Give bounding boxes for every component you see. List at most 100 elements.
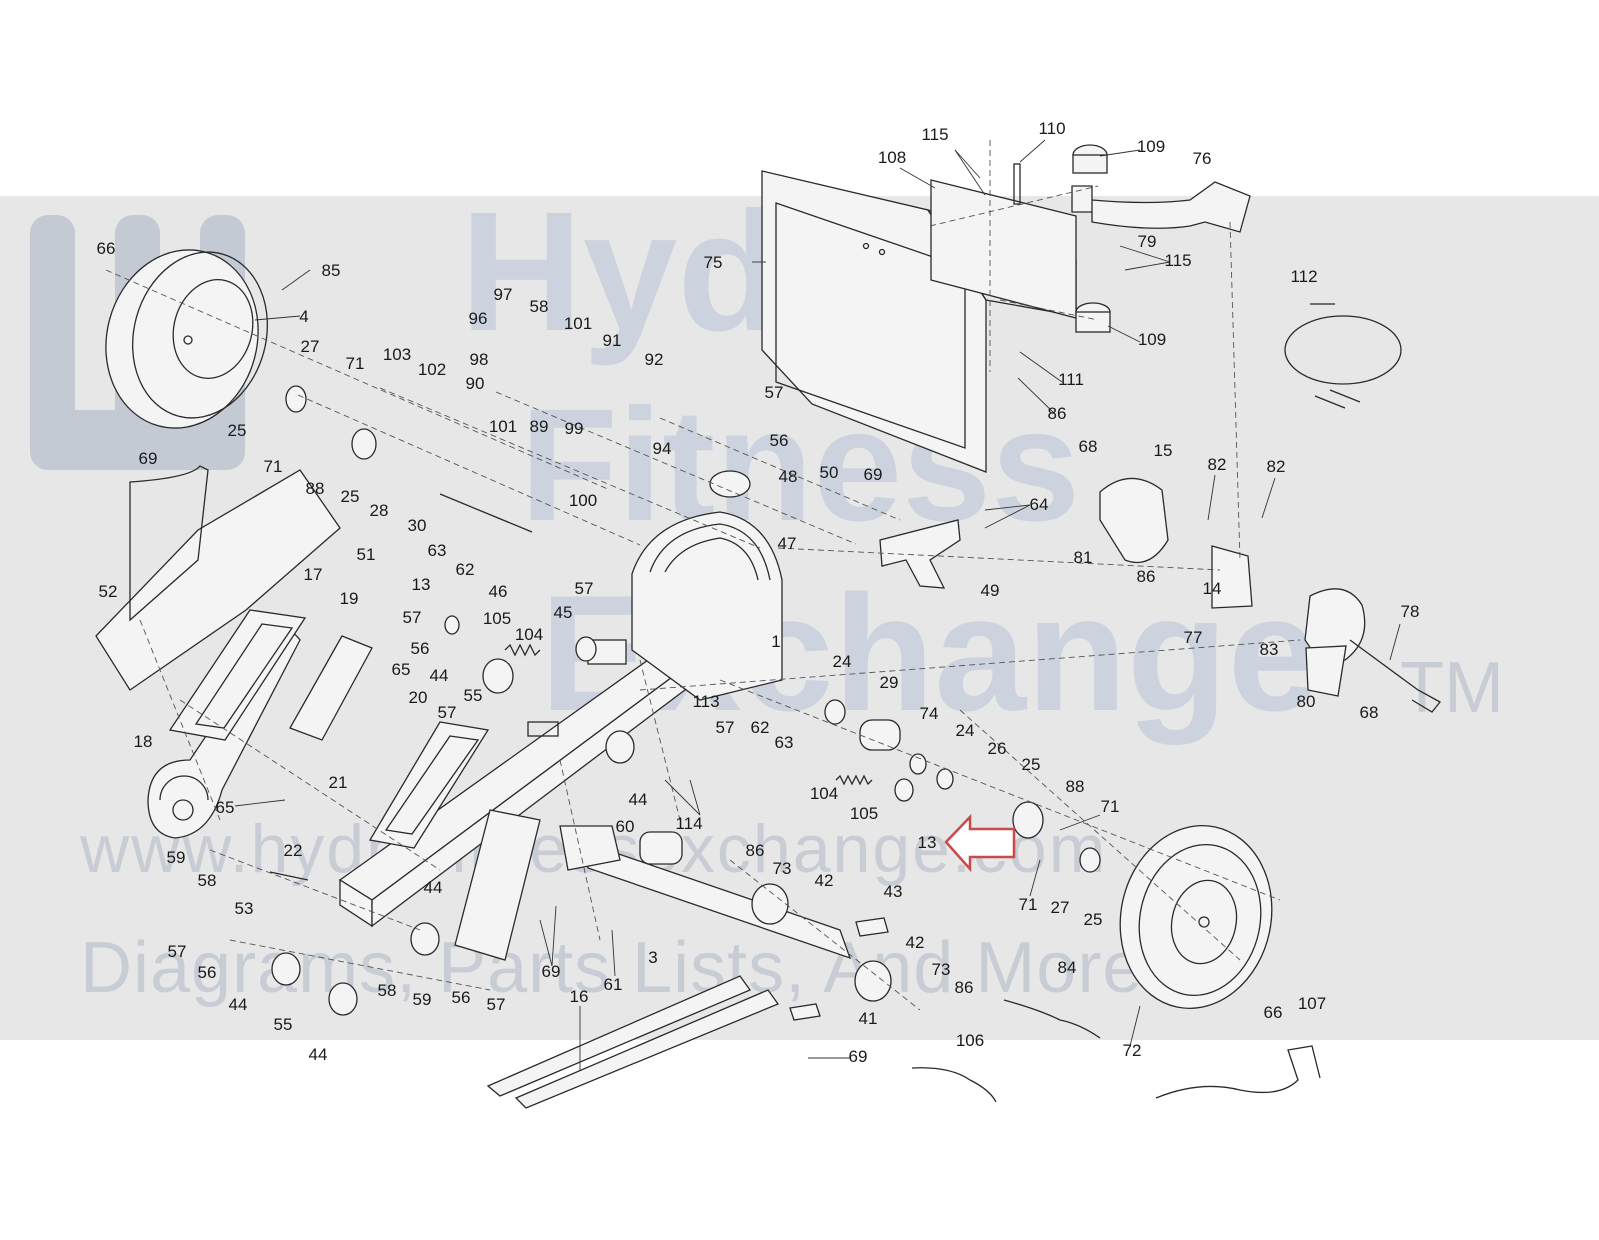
- callout-86: 86: [1137, 567, 1156, 586]
- callout-62: 62: [456, 560, 475, 579]
- leader-lines: [234, 139, 1401, 1070]
- callout-53: 53: [235, 899, 254, 918]
- callout-57: 57: [575, 579, 594, 598]
- cable-112: [1284, 303, 1402, 409]
- callout-15: 15: [1154, 441, 1173, 460]
- callout-60: 60: [616, 817, 635, 836]
- callout-25: 25: [1022, 755, 1041, 774]
- assembly-lines: [105, 140, 1301, 1011]
- callout-30: 30: [408, 516, 427, 535]
- rollers: [271, 470, 892, 1016]
- callout-79: 79: [1138, 232, 1157, 251]
- callout-69: 69: [849, 1047, 868, 1066]
- callout-28: 28: [370, 501, 389, 520]
- callout-76: 76: [1193, 149, 1212, 168]
- callout-99: 99: [565, 419, 584, 438]
- callout-69: 69: [139, 449, 158, 468]
- callout-1: 1: [771, 632, 780, 651]
- callout-97: 97: [494, 285, 513, 304]
- callout-4: 4: [299, 307, 308, 326]
- callout-104: 104: [810, 784, 838, 803]
- callout-80: 80: [1297, 692, 1316, 711]
- callout-71: 71: [264, 457, 283, 476]
- callout-103: 103: [383, 345, 411, 364]
- shroud: [95, 465, 341, 691]
- callout-71: 71: [1019, 895, 1038, 914]
- watermark-tm: TM: [1400, 648, 1504, 728]
- callout-52: 52: [99, 582, 118, 601]
- callout-25: 25: [341, 487, 360, 506]
- callout-91: 91: [603, 331, 622, 350]
- callout-77: 77: [1184, 628, 1203, 647]
- callout-59: 59: [167, 848, 186, 867]
- callout-115: 115: [1164, 251, 1191, 270]
- callout-58: 58: [198, 871, 217, 890]
- callout-66: 66: [1264, 1003, 1283, 1022]
- callout-63: 63: [428, 541, 447, 560]
- callout-14: 14: [1203, 579, 1222, 598]
- callout-56: 56: [411, 639, 430, 658]
- callout-112: 112: [1290, 267, 1317, 286]
- callout-16: 16: [570, 987, 589, 1006]
- callout-101: 101: [489, 417, 517, 436]
- callout-42: 42: [906, 933, 925, 952]
- callout-86: 86: [955, 978, 974, 997]
- bracket-77: [1211, 545, 1253, 609]
- callout-105: 105: [850, 804, 878, 823]
- callout-57: 57: [438, 703, 457, 722]
- central-housing: [587, 511, 783, 701]
- callout-44: 44: [424, 878, 443, 897]
- pedals: [168, 609, 490, 849]
- callout-111: 111: [1058, 370, 1084, 389]
- handle-78: [1349, 639, 1441, 713]
- callout-108: 108: [878, 148, 906, 167]
- callout-66: 66: [97, 239, 116, 258]
- callout-42: 42: [815, 871, 834, 890]
- callout-109: 109: [1138, 330, 1166, 349]
- callout-101: 101: [564, 314, 592, 333]
- callout-82: 82: [1208, 455, 1227, 474]
- callout-27: 27: [301, 337, 320, 356]
- watermark-tagline: Diagrams, Parts Lists, And More: [80, 928, 1143, 1008]
- callout-27: 27: [1051, 898, 1070, 917]
- callout-92: 92: [645, 350, 664, 369]
- callout-22: 22: [284, 841, 303, 860]
- callout-106: 106: [956, 1031, 984, 1050]
- callout-48: 48: [779, 467, 798, 486]
- callout-45: 45: [554, 603, 573, 622]
- callout-88: 88: [1066, 777, 1085, 796]
- callout-105: 105: [483, 609, 511, 628]
- callout-51: 51: [357, 545, 376, 564]
- callout-43: 43: [884, 882, 903, 901]
- callout-24: 24: [833, 652, 852, 671]
- bearings: [285, 385, 1101, 873]
- pillow-blocks: [1072, 144, 1111, 333]
- callout-72: 72: [1123, 1041, 1142, 1060]
- callout-71: 71: [346, 354, 365, 373]
- callout-74: 74: [920, 704, 939, 723]
- callout-115: 115: [921, 125, 948, 144]
- console-arm: [1071, 181, 1251, 233]
- callout-29: 29: [880, 673, 899, 692]
- callout-26: 26: [988, 739, 1007, 758]
- plate-21: [454, 809, 541, 961]
- callout-64: 64: [1030, 495, 1049, 514]
- callout-73: 73: [932, 960, 951, 979]
- callout-56: 56: [452, 988, 471, 1007]
- callout-100: 100: [569, 491, 597, 510]
- plate-19: [289, 635, 373, 741]
- callout-102: 102: [418, 360, 446, 379]
- callout-55: 55: [274, 1015, 293, 1034]
- callout-57: 57: [765, 383, 784, 402]
- callout-44: 44: [309, 1045, 328, 1064]
- bolt-110: [1013, 163, 1021, 205]
- callout-90: 90: [466, 374, 485, 393]
- callout-71: 71: [1101, 797, 1120, 816]
- callout-88: 88: [306, 479, 325, 498]
- shaft-53: [269, 871, 309, 881]
- callout-13: 13: [918, 833, 937, 852]
- callout-57: 57: [403, 608, 422, 627]
- callout-47: 47: [778, 534, 797, 553]
